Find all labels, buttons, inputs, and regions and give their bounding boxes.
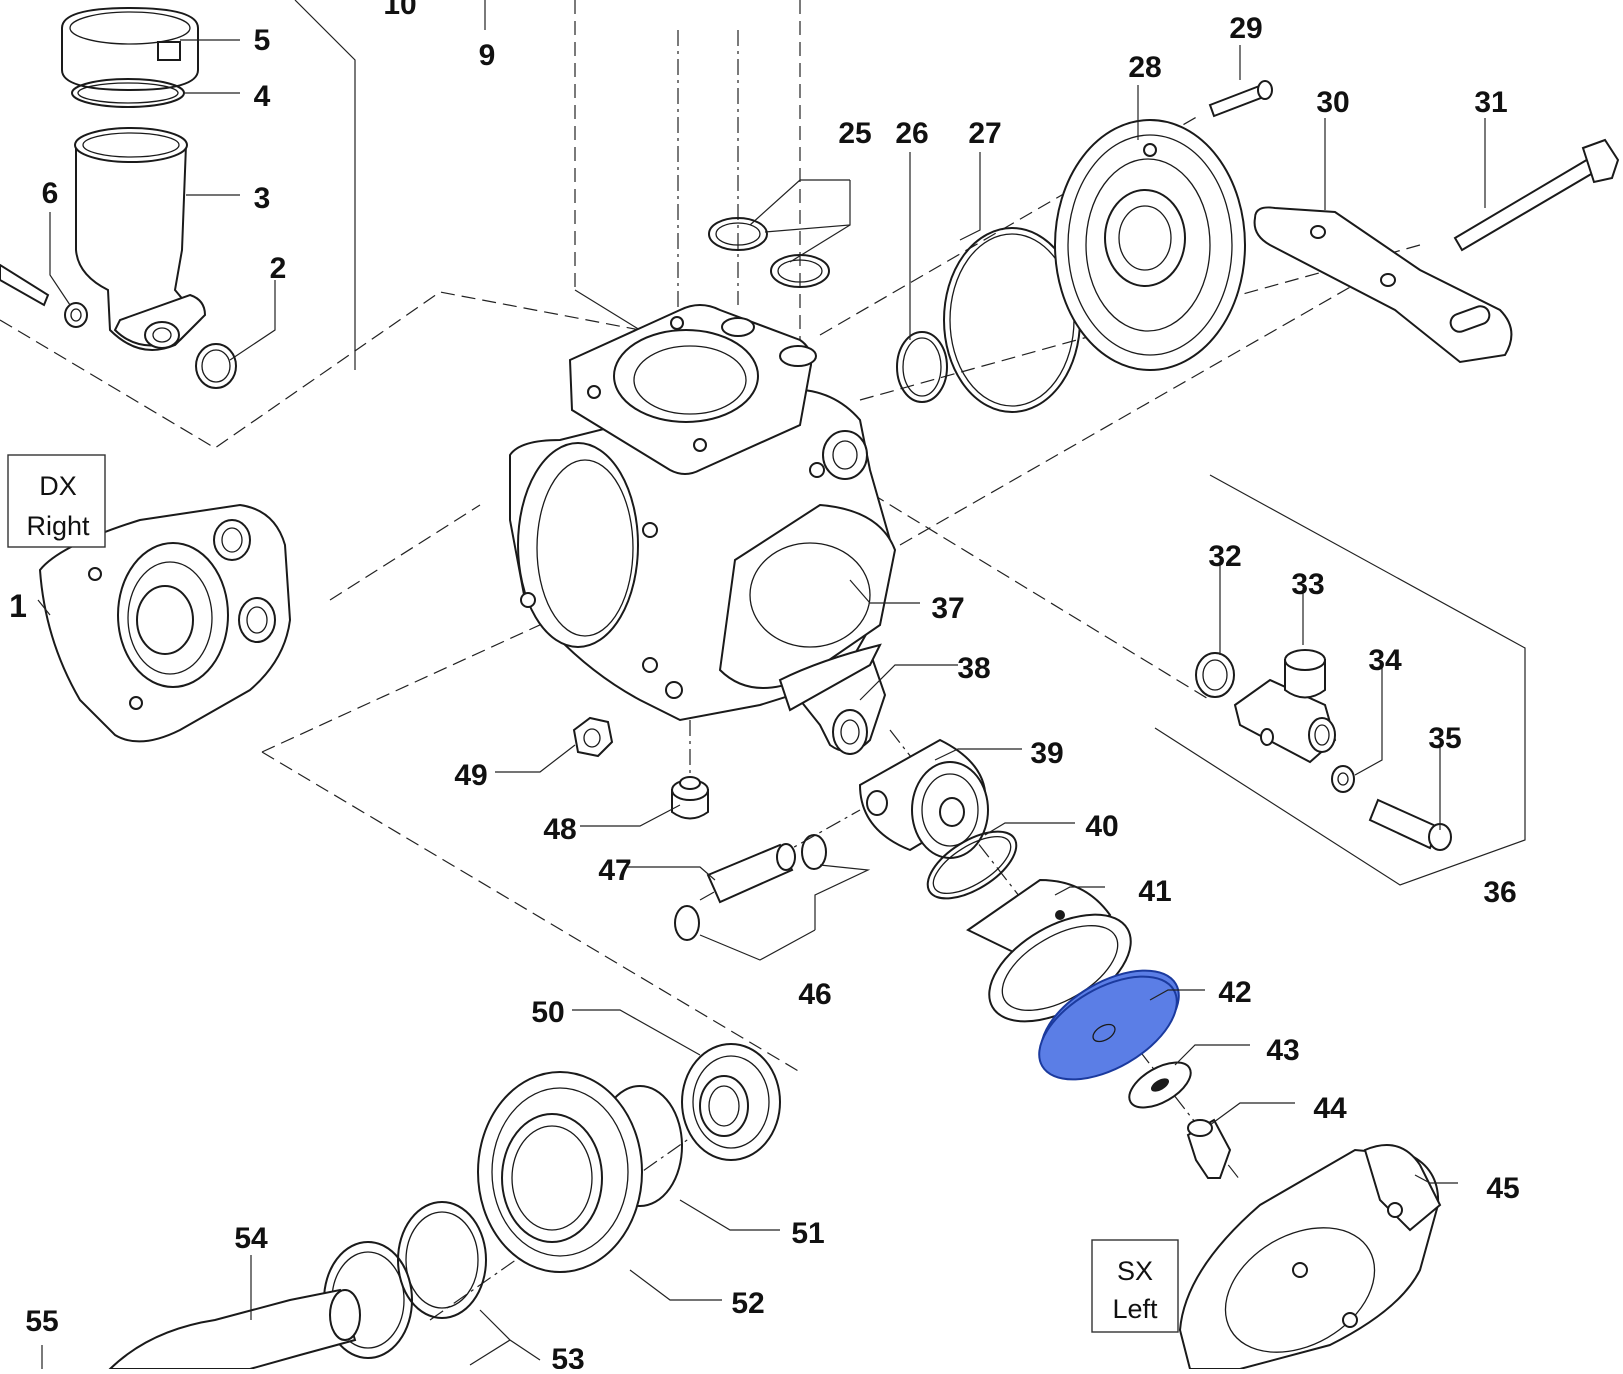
leader-lines <box>37 0 1486 1369</box>
part-2-oring <box>195 343 237 389</box>
dashed-outline-upper <box>0 291 641 449</box>
label-part-31: 31 <box>1474 86 1507 119</box>
label-part-3: 3 <box>254 182 271 215</box>
part-25-oring-a <box>708 217 768 251</box>
label-part-34: 34 <box>1368 644 1402 677</box>
part-35-screw <box>1368 798 1452 851</box>
axis-diag-30 <box>899 269 1381 546</box>
part-48-plug <box>671 776 709 820</box>
label-part-26: 26 <box>895 117 928 150</box>
label-part-46: 46 <box>798 978 831 1011</box>
label-part-55: 55 <box>25 1305 58 1338</box>
part-3-body <box>74 127 207 351</box>
part-34-washer <box>1331 765 1355 793</box>
label-part-54: 54 <box>234 1222 268 1255</box>
label-part-39: 39 <box>1030 737 1063 770</box>
axis-diag-right <box>799 449 1211 701</box>
pump-housing <box>509 304 897 722</box>
label-part-28: 28 <box>1128 51 1161 84</box>
part-53-seal <box>323 1201 487 1359</box>
axis-v1-leg <box>574 289 641 331</box>
label-part-40: 40 <box>1085 810 1118 843</box>
part-26-oring <box>896 331 948 403</box>
left-side-label: SX Left <box>1091 1239 1179 1333</box>
part-1-right-cover <box>38 503 292 743</box>
label-part-41: 41 <box>1138 875 1171 908</box>
label-part-29: 29 <box>1229 12 1262 45</box>
label-part-27: 27 <box>968 117 1001 150</box>
label-part-49: 49 <box>454 759 487 792</box>
part-42-diaphragm <box>1038 969 1180 1081</box>
bracket-right-group <box>1154 474 1526 886</box>
label-part-36: 36 <box>1483 876 1516 909</box>
part-29-screw <box>1208 80 1273 118</box>
label-part-10: 10 <box>383 0 416 21</box>
label-part-37: 37 <box>931 592 964 625</box>
right-label-line1: DX <box>39 471 77 501</box>
label-part-48: 48 <box>543 813 576 846</box>
label-part-5: 5 <box>254 24 271 57</box>
part-28-head-cover <box>1054 119 1246 371</box>
label-part-50: 50 <box>531 996 564 1029</box>
part-39-piston <box>858 738 989 859</box>
part-46-circlip-b <box>674 905 700 941</box>
label-part-32: 32 <box>1208 540 1241 573</box>
part-6-washer <box>0 263 88 328</box>
part-46-circlip-a <box>801 834 827 870</box>
axis-cover-left <box>329 504 481 601</box>
bracket-top-left <box>294 0 356 370</box>
part-44-screw <box>1186 1118 1232 1179</box>
part-5-cap <box>61 6 199 92</box>
label-part-47: 47 <box>598 854 631 887</box>
label-part-30: 30 <box>1316 86 1349 119</box>
label-part-52: 52 <box>731 1287 764 1320</box>
part-50-bearing <box>681 1043 781 1161</box>
left-label-line2: Left <box>1112 1294 1158 1324</box>
part-31-bolt <box>1453 138 1620 252</box>
label-part-42: 42 <box>1218 976 1251 1009</box>
part-32-washer <box>1195 652 1235 698</box>
part-25-oring-b <box>770 254 830 288</box>
label-part-1: 1 <box>9 588 27 624</box>
label-part-33: 33 <box>1291 568 1324 601</box>
label-part-38: 38 <box>957 652 990 685</box>
part-4-oring <box>71 78 185 108</box>
part-40-ring <box>926 830 1018 900</box>
label-part-43: 43 <box>1266 1034 1299 1067</box>
right-side-label: DX Right <box>7 454 106 548</box>
part-47-pin <box>706 843 796 904</box>
label-part-45: 45 <box>1486 1172 1519 1205</box>
label-part-25: 25 <box>838 117 871 150</box>
part-45-left-cover <box>1178 1144 1442 1370</box>
label-part-4: 4 <box>254 80 271 113</box>
left-label-line1: SX <box>1117 1256 1153 1286</box>
part-38-connecting-rod <box>778 643 887 755</box>
part-number-labels: 1 2 3 4 5 6 9 10 25 26 27 28 29 30 31 32… <box>9 0 1520 1374</box>
label-part-51: 51 <box>791 1217 824 1250</box>
part-43-washer <box>1128 1061 1192 1109</box>
label-part-53: 53 <box>551 1343 584 1369</box>
label-part-35: 35 <box>1428 722 1461 755</box>
right-label-line2: Right <box>26 511 90 541</box>
part-30-bracket <box>1253 206 1513 364</box>
part-52-bearing <box>477 1071 643 1273</box>
label-part-2: 2 <box>270 252 287 285</box>
part-54-shaft <box>107 1288 361 1370</box>
part-33-fitting <box>1233 649 1337 764</box>
label-part-6: 6 <box>42 177 59 210</box>
part-49-nut <box>572 716 614 758</box>
label-part-9: 9 <box>479 39 496 72</box>
label-part-44: 44 <box>1313 1092 1347 1125</box>
